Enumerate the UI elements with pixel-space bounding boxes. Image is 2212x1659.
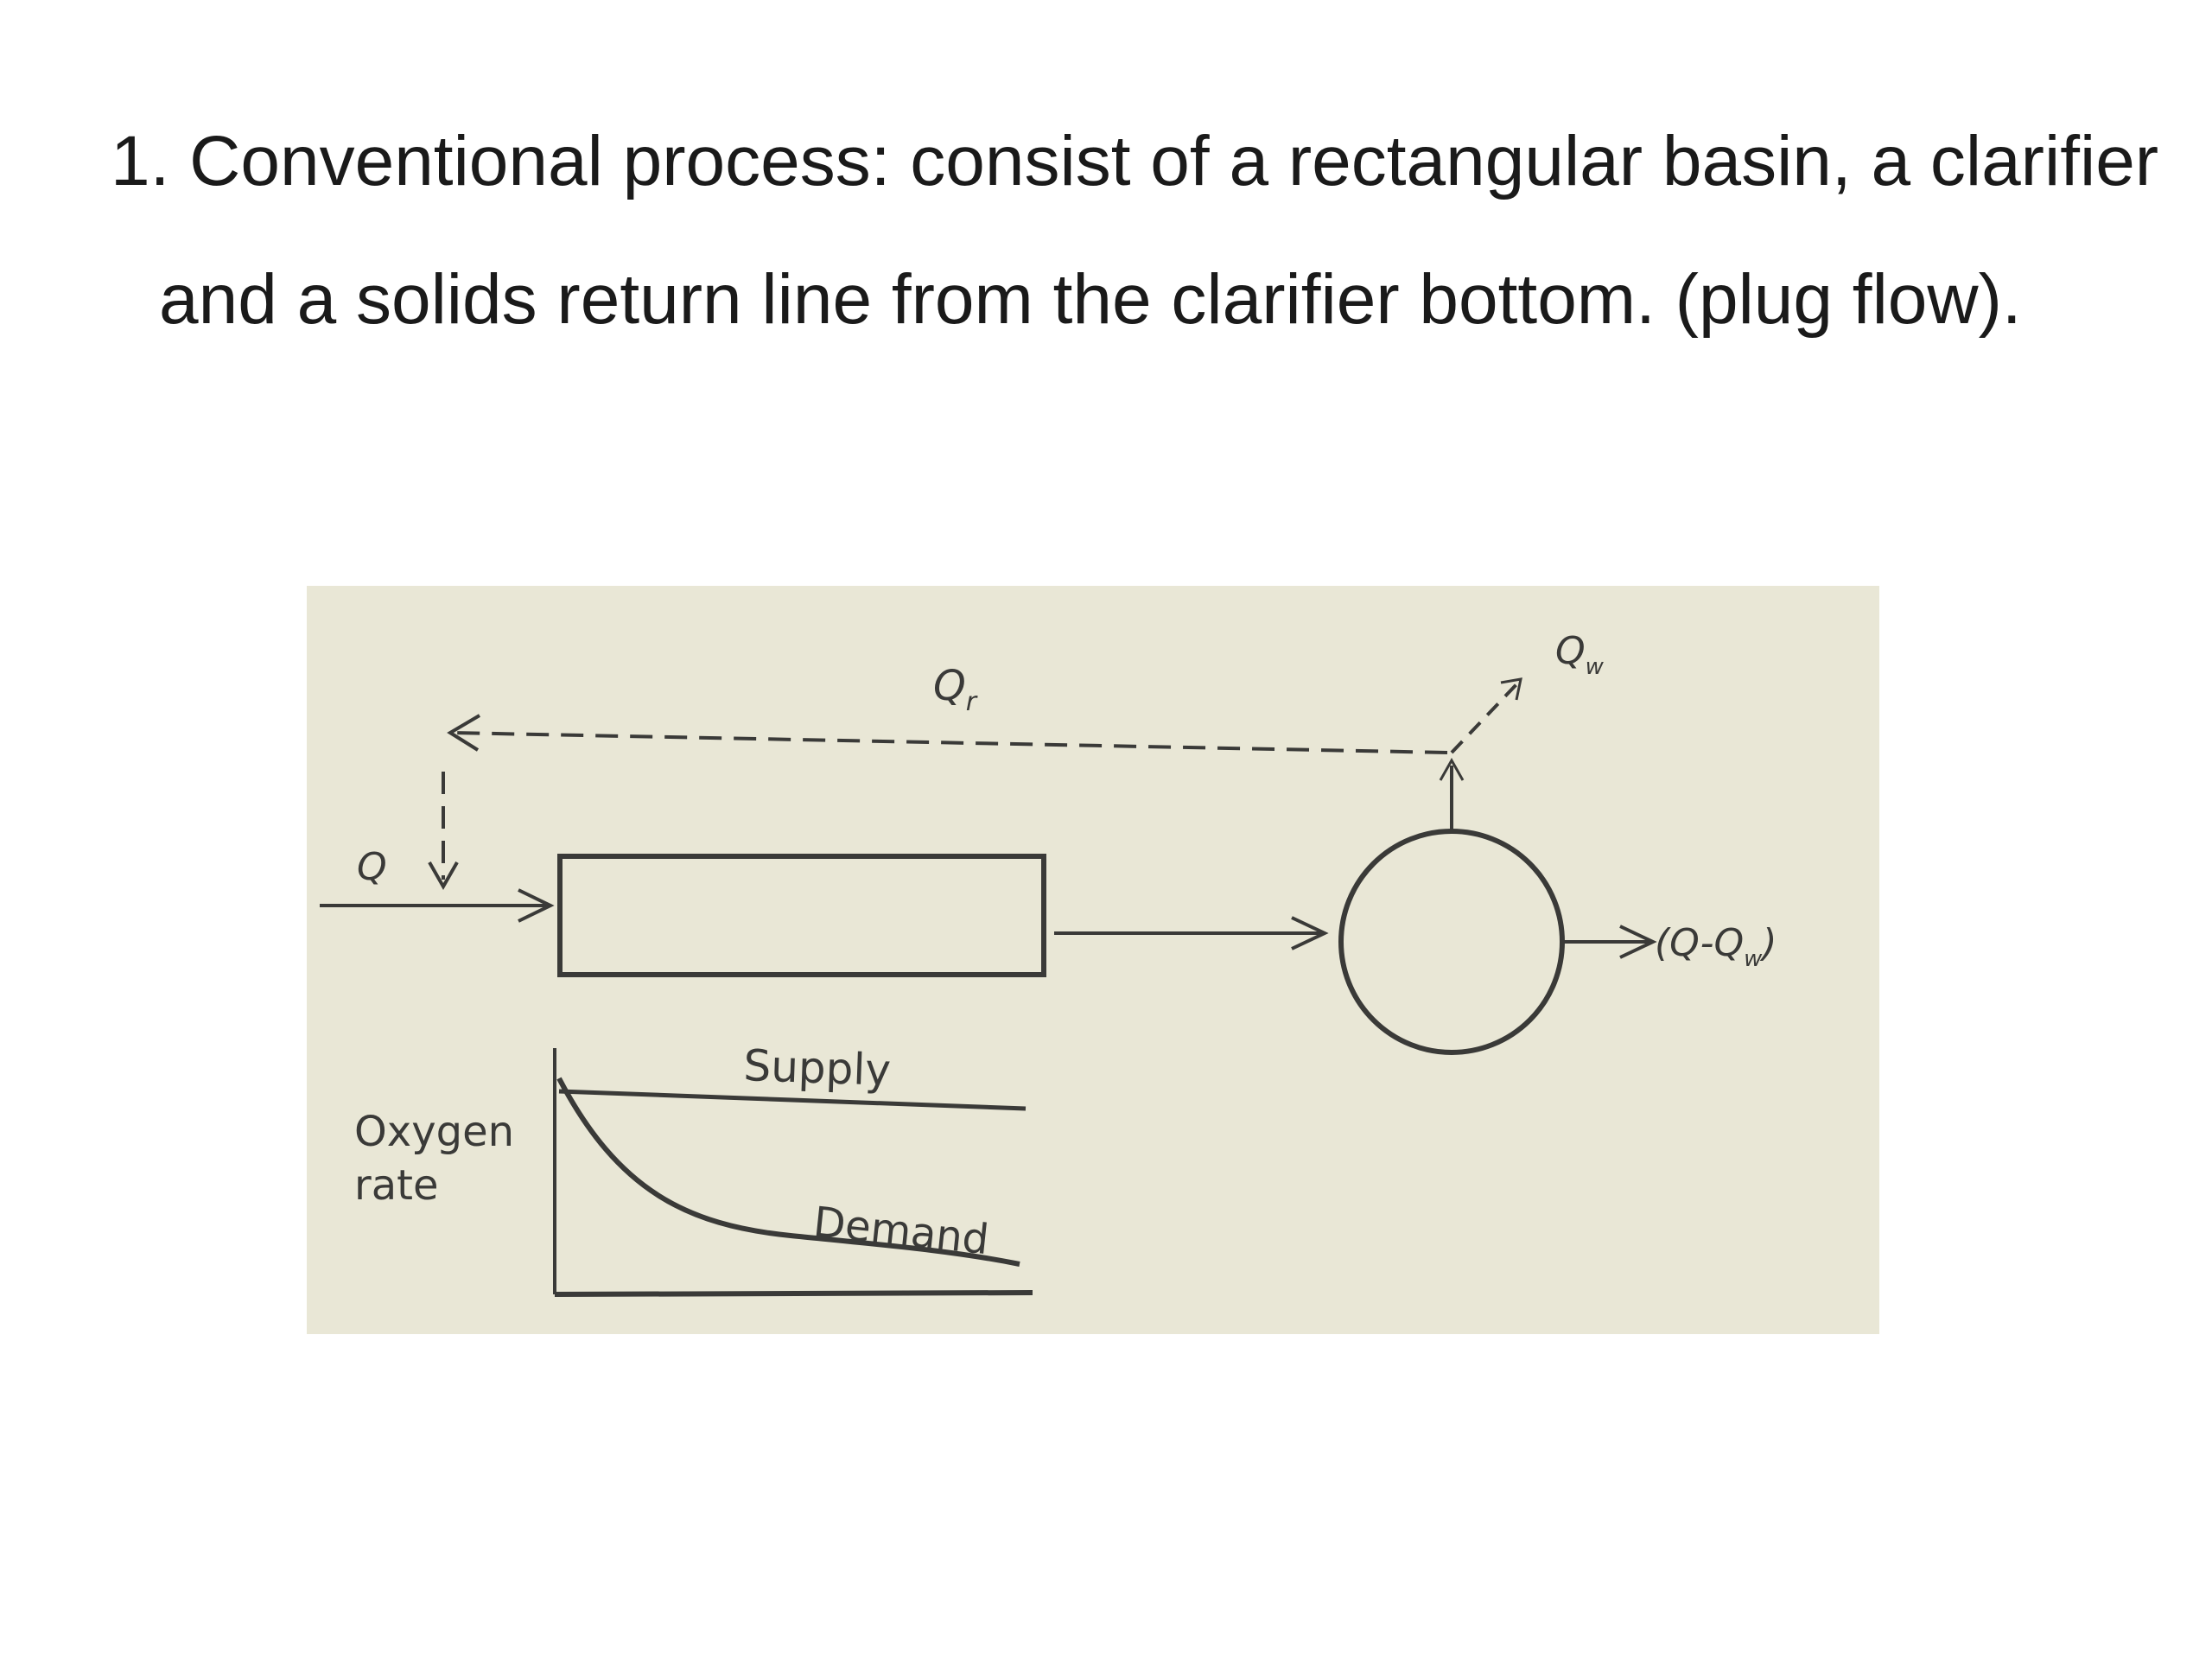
waste-flow-label-subscript: w <box>1586 654 1605 680</box>
return-flow-label-subscript: r <box>966 687 978 717</box>
supply-label: Supply <box>743 1040 892 1096</box>
inflow-label: Q <box>357 845 387 889</box>
y-axis-label-line-1: Oxygen <box>354 1108 514 1156</box>
aeration-basin <box>557 854 1046 977</box>
slide-text-line-2: and a solids return line from the clarif… <box>159 260 2022 339</box>
waste-flow-label: Qw <box>1555 629 1605 680</box>
process-diagram-figure: Q Qr Qw (Q-Qw) Supply Demand Oxygen rate <box>307 586 1879 1334</box>
slide-text-line-1: 1. Conventional process: consist of a re… <box>111 122 2159 200</box>
return-drop-arrowhead <box>428 861 459 891</box>
return-sludge-arrowhead <box>447 714 481 752</box>
demand-curve <box>556 1077 1020 1267</box>
waste-flow-label-main: Q <box>1555 629 1586 673</box>
chart-x-axis <box>554 1290 1033 1297</box>
process-diagram: Q Qr Qw (Q-Qw) Supply Demand Oxygen rate <box>320 629 1777 1297</box>
waste-sludge-line <box>1450 681 1520 754</box>
return-sludge-line <box>451 731 1448 754</box>
effluent-label-prefix: (Q-Q <box>1655 921 1744 965</box>
demand-label: Demand <box>811 1198 991 1264</box>
clarifier <box>1338 829 1565 1055</box>
return-flow-label: Qr <box>933 662 978 717</box>
supply-curve <box>558 1089 1027 1111</box>
basin-to-clarifier-arrowhead <box>1291 916 1329 950</box>
effluent-flow-label: (Q-Qw) <box>1655 921 1777 972</box>
waste-sludge-arrowhead <box>1500 677 1522 701</box>
return-flow-label-main: Q <box>933 662 966 710</box>
clarifier-outlet-arrowhead <box>1439 757 1465 781</box>
effluent-label-suffix: ) <box>1759 921 1777 965</box>
effluent-arrowhead <box>1619 925 1657 959</box>
inflow-arrowhead <box>518 888 555 923</box>
y-axis-label-line-2: rate <box>354 1161 439 1210</box>
effluent-label-subscript: w <box>1744 946 1763 972</box>
